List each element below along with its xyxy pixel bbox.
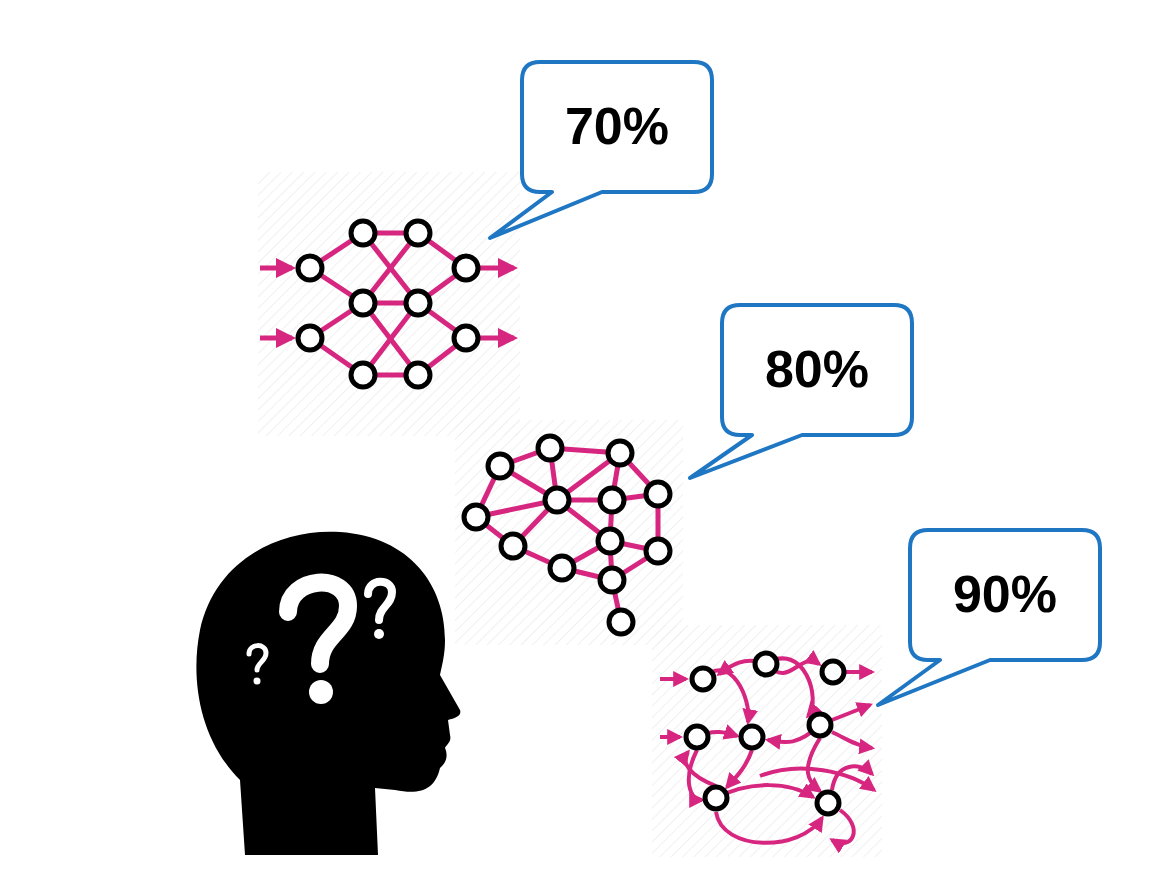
thinking-head: [196, 532, 460, 855]
bubble-shape: [690, 305, 912, 478]
feedforward-network: [258, 172, 520, 436]
percentage-value: 70%: [522, 98, 712, 155]
bubble-shape: [490, 62, 712, 238]
percentage-value: 90%: [910, 566, 1100, 623]
speech-bubble: 90%: [910, 530, 1100, 660]
recurrent-network: [652, 625, 882, 857]
percentage-value: 80%: [722, 341, 912, 398]
speech-bubble: 70%: [522, 62, 712, 192]
bubble-shape: [878, 530, 1100, 705]
speech-bubble: 80%: [722, 305, 912, 435]
brain-network: [455, 420, 683, 645]
